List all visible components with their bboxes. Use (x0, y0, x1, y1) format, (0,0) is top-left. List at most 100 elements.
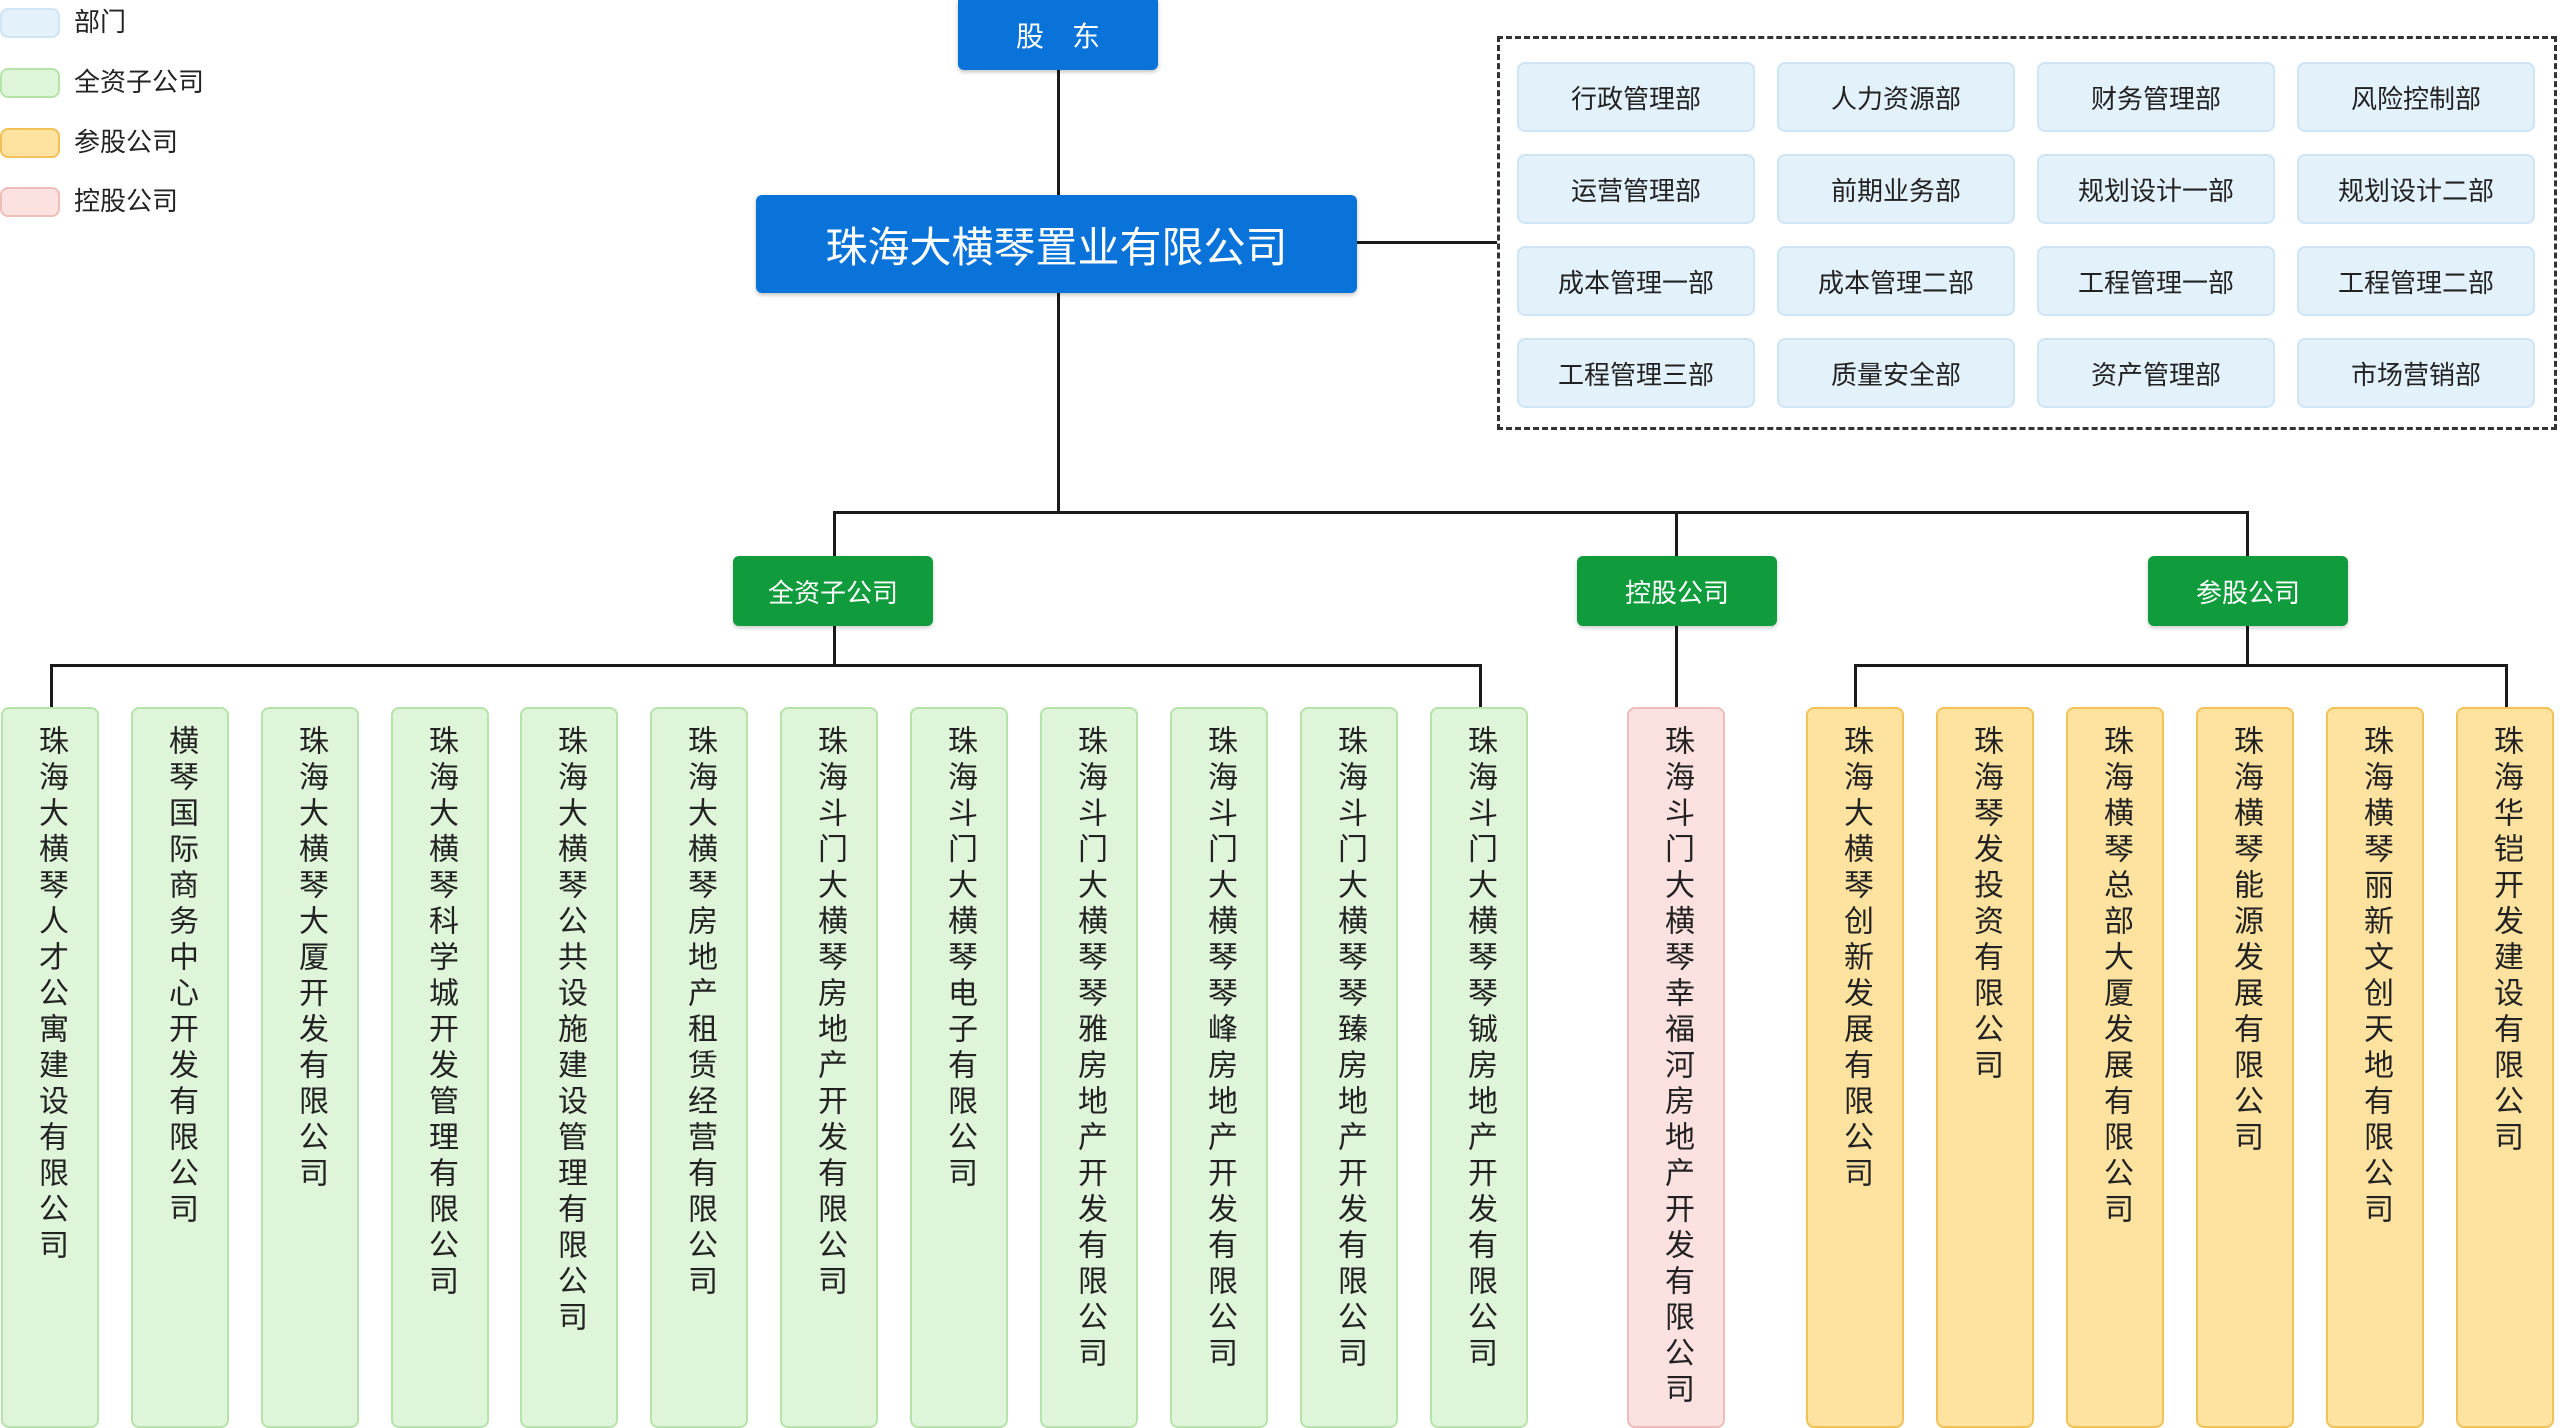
equity-node[interactable]: 珠海琴发投资有限公司 (1936, 707, 2034, 1428)
equity-label: 珠海横琴总部大厦发展有限公司 (2098, 725, 2133, 1229)
equity-label: 珠海横琴丽新文创天地有限公司 (2358, 725, 2393, 1229)
department-box[interactable]: 规划设计一部 (2037, 154, 2275, 224)
department-label: 行政管理部 (1570, 84, 1701, 115)
subsidiary-node[interactable]: 珠海斗门大横琴琴雅房地产开发有限公司 (1040, 707, 1138, 1428)
group-equity-label: 参股公司 (2195, 578, 2300, 609)
legend-item-department: 部门 (0, 4, 240, 44)
equity-node[interactable]: 珠海大横琴创新发展有限公司 (1806, 707, 1904, 1428)
legend-label-wholly-owned: 全资子公司 (74, 68, 205, 98)
connector-equity-bar (1854, 664, 2508, 667)
subsidiary-node[interactable]: 珠海斗门大横琴琴峰房地产开发有限公司 (1170, 707, 1268, 1428)
connector-equity-left (1854, 664, 1857, 709)
shareholder-label: 股 东 (1015, 20, 1100, 53)
group-wholly-owned-label: 全资子公司 (767, 578, 898, 609)
subsidiary-node[interactable]: 珠海大横琴房地产租赁经营有限公司 (650, 707, 748, 1428)
department-box[interactable]: 质量安全部 (1777, 338, 2015, 408)
legend-label-department: 部门 (74, 8, 127, 38)
department-box[interactable]: 前期业务部 (1777, 154, 2015, 224)
connector-wholly-owned-right (1479, 664, 1482, 709)
legend-swatch-holding (0, 187, 60, 217)
connector-to-equity (2246, 511, 2249, 556)
department-box[interactable]: 成本管理二部 (1777, 246, 2015, 316)
department-label: 财务管理部 (2090, 84, 2221, 115)
department-box[interactable]: 成本管理一部 (1517, 246, 1755, 316)
group-holding-label: 控股公司 (1624, 578, 1729, 609)
subsidiary-node[interactable]: 珠海斗门大横琴琴臻房地产开发有限公司 (1300, 707, 1398, 1428)
group-holding[interactable]: 控股公司 (1577, 556, 1777, 626)
subsidiary-node[interactable]: 珠海斗门大横琴琴铖房地产开发有限公司 (1430, 707, 1528, 1428)
department-box[interactable]: 风险控制部 (2297, 62, 2535, 132)
equity-label: 珠海横琴能源发展有限公司 (2228, 725, 2263, 1157)
equity-node[interactable]: 珠海横琴丽新文创天地有限公司 (2326, 707, 2424, 1428)
department-label: 人力资源部 (1830, 84, 1961, 115)
subsidiary-label: 珠海斗门大横琴琴臻房地产开发有限公司 (1332, 725, 1367, 1373)
legend-label-equity: 参股公司 (74, 128, 179, 158)
department-label: 规划设计一部 (2077, 176, 2234, 207)
subsidiary-label: 横琴国际商务中心开发有限公司 (163, 725, 198, 1229)
company-node[interactable]: 珠海大横琴置业有限公司 (756, 195, 1357, 293)
department-label: 工程管理三部 (1557, 360, 1714, 391)
legend-item-equity: 参股公司 (0, 124, 240, 164)
department-box[interactable]: 工程管理一部 (2037, 246, 2275, 316)
connector-wholly-owned-bar (50, 664, 1482, 667)
department-box[interactable]: 行政管理部 (1517, 62, 1755, 132)
subsidiary-label: 珠海大横琴人才公寓建设有限公司 (33, 725, 68, 1265)
subsidiary-label: 珠海斗门大横琴电子有限公司 (942, 725, 977, 1193)
connector-holding-down (1675, 622, 1678, 709)
subsidiary-node[interactable]: 珠海斗门大横琴电子有限公司 (910, 707, 1008, 1428)
equity-label: 珠海大横琴创新发展有限公司 (1838, 725, 1873, 1193)
group-wholly-owned[interactable]: 全资子公司 (733, 556, 933, 626)
shareholder-node[interactable]: 股 东 (958, 0, 1158, 70)
subsidiary-label: 珠海大横琴公共设施建设管理有限公司 (552, 725, 587, 1337)
subsidiary-node[interactable]: 珠海大横琴科学城开发管理有限公司 (391, 707, 489, 1428)
equity-label: 珠海琴发投资有限公司 (1968, 725, 2003, 1085)
department-label: 运营管理部 (1570, 176, 1701, 207)
department-box[interactable]: 资产管理部 (2037, 338, 2275, 408)
department-box[interactable]: 工程管理三部 (1517, 338, 1755, 408)
department-label: 工程管理二部 (2337, 268, 2494, 299)
subsidiary-label: 珠海大横琴科学城开发管理有限公司 (423, 725, 458, 1301)
legend-item-holding: 控股公司 (0, 183, 240, 223)
equity-node[interactable]: 珠海华铠开发建设有限公司 (2456, 707, 2554, 1428)
equity-node[interactable]: 珠海横琴总部大厦发展有限公司 (2066, 707, 2164, 1428)
subsidiary-node[interactable]: 珠海大横琴人才公寓建设有限公司 (1, 707, 99, 1428)
connector-groups-bar (833, 511, 2249, 514)
legend-label-holding: 控股公司 (74, 187, 179, 217)
legend-item-wholly-owned: 全资子公司 (0, 64, 240, 104)
subsidiary-label: 珠海斗门大横琴琴雅房地产开发有限公司 (1072, 725, 1107, 1373)
department-label: 质量安全部 (1830, 360, 1961, 391)
subsidiary-node[interactable]: 横琴国际商务中心开发有限公司 (131, 707, 229, 1428)
department-box[interactable]: 市场营销部 (2297, 338, 2535, 408)
department-box[interactable]: 财务管理部 (2037, 62, 2275, 132)
subsidiary-node[interactable]: 珠海斗门大横琴房地产开发有限公司 (780, 707, 878, 1428)
connector-shareholder-company (1057, 70, 1060, 196)
connector-wholly-owned-left (50, 664, 53, 709)
department-label: 成本管理一部 (1557, 268, 1714, 299)
subsidiary-label: 珠海斗门大横琴琴铖房地产开发有限公司 (1462, 725, 1497, 1373)
subsidiary-label: 珠海大横琴大厦开发有限公司 (293, 725, 328, 1193)
department-box[interactable]: 人力资源部 (1777, 62, 2015, 132)
department-label: 市场营销部 (2350, 360, 2481, 391)
subsidiary-label: 珠海大横琴房地产租赁经营有限公司 (682, 725, 717, 1301)
department-box[interactable]: 规划设计二部 (2297, 154, 2535, 224)
subsidiary-node[interactable]: 珠海大横琴公共设施建设管理有限公司 (520, 707, 618, 1428)
legend-swatch-wholly-owned (0, 68, 60, 98)
group-equity[interactable]: 参股公司 (2148, 556, 2348, 626)
department-label: 前期业务部 (1830, 176, 1961, 207)
holding-label: 珠海斗门大横琴幸福河房地产开发有限公司 (1659, 725, 1694, 1409)
company-label: 珠海大横琴置业有限公司 (825, 222, 1288, 272)
connector-equity-down (2246, 622, 2249, 666)
connector-to-wholly-owned (833, 511, 836, 556)
holding-node[interactable]: 珠海斗门大横琴幸福河房地产开发有限公司 (1627, 707, 1725, 1428)
connector-equity-right (2505, 664, 2508, 709)
equity-node[interactable]: 珠海横琴能源发展有限公司 (2196, 707, 2294, 1428)
departments-panel: 行政管理部 人力资源部 财务管理部 风险控制部 运营管理部 前期业务部 规划设计… (1497, 36, 2557, 430)
subsidiary-node[interactable]: 珠海大横琴大厦开发有限公司 (261, 707, 359, 1428)
equity-label: 珠海华铠开发建设有限公司 (2488, 725, 2523, 1157)
legend-swatch-equity (0, 128, 60, 158)
connector-company-departments (1357, 241, 1497, 244)
department-box[interactable]: 运营管理部 (1517, 154, 1755, 224)
connector-to-holding (1675, 511, 1678, 556)
department-box[interactable]: 工程管理二部 (2297, 246, 2535, 316)
connector-company-groups (1057, 293, 1060, 513)
